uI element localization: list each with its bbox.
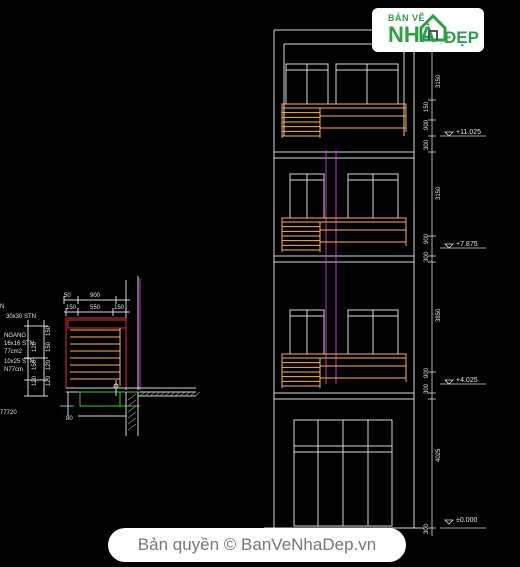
dim-text: 3150: [436, 74, 442, 88]
detail-label: N77cm: [4, 367, 23, 373]
detail-label: 30x30 STN: [6, 314, 36, 320]
detail-label: NGANG: [4, 333, 26, 339]
dim-text: 550: [90, 305, 101, 311]
logo-big-text: NHÀ: [388, 22, 436, 47]
level-marker-icon: [444, 243, 454, 249]
balcony-railings: [281, 103, 407, 388]
detail-label: 77cm2: [4, 349, 23, 355]
logo-small-text: BẢN VẼ: [388, 13, 426, 23]
level-marker-icon: [444, 379, 454, 385]
level-marker-icon: [444, 131, 454, 137]
detail-label: 10x25 STN: [4, 359, 34, 365]
level-label: +11.025: [456, 129, 481, 136]
dim-text: 120: [46, 375, 52, 386]
level-marker-icon: [444, 519, 454, 525]
level-label: +4.025: [456, 377, 478, 384]
detail-railing: [70, 328, 121, 386]
railing-top: [281, 103, 407, 109]
house-icon: [419, 13, 447, 42]
dim-text: 900: [90, 293, 101, 299]
level-label: ±0.000: [456, 517, 477, 524]
level-texts: +11.025 +7.875 +4.025 ±0.000: [444, 129, 481, 525]
dim-text: 120: [32, 375, 38, 386]
logo-suffix-text: ĐẸP: [444, 28, 479, 47]
section-detail: [24, 276, 196, 436]
dim-text: 150: [46, 325, 52, 336]
dim-text: 3150: [436, 186, 442, 200]
level-label: +7.875: [456, 241, 478, 248]
dim-text: 150: [32, 359, 38, 370]
building-facade: [264, 29, 424, 529]
right-dimension-texts: 3150 150 900 300 3150 900 300 3850 900 300 4025 300: [424, 74, 442, 534]
dim-text: 300: [424, 139, 430, 150]
dim-text: 300: [424, 383, 430, 394]
railing-top: [281, 353, 407, 359]
dim-text: 300: [424, 251, 430, 262]
dim-text: 50: [64, 293, 71, 299]
dim-text: 150: [114, 305, 125, 311]
dim-text: 900: [424, 233, 430, 244]
dim-text: 3850: [436, 308, 442, 322]
detail-label: N: [0, 304, 4, 310]
dim-text: 900: [424, 367, 430, 378]
dim-text: 120: [46, 359, 52, 370]
railing-top: [281, 217, 407, 223]
dim-text: 150: [66, 305, 77, 311]
dim-text: 77720: [0, 410, 17, 416]
magenta-guides: [325, 150, 337, 384]
right-dimensions: [428, 43, 486, 536]
dim-text: 120: [32, 341, 38, 352]
dim-text: 300: [424, 523, 430, 534]
detail-texts: 50 900 150 550 150 120 150 120 120 120 150 150 N30x3…: [0, 293, 125, 422]
dim-text: 150: [424, 101, 430, 112]
brand-logo: BẢN VẼ NHÀ ĐẸP: [372, 8, 484, 52]
dim-text: 4025: [436, 448, 442, 462]
copyright-watermark: Bản quyền © BanVeNhaDep.vn: [108, 528, 406, 562]
dim-text: 900: [424, 119, 430, 130]
dim-text: 150: [46, 341, 52, 352]
ground-hatch: [127, 391, 201, 431]
detail-label: 16x16 STN: [4, 341, 34, 347]
dim-text: 80: [66, 416, 73, 422]
